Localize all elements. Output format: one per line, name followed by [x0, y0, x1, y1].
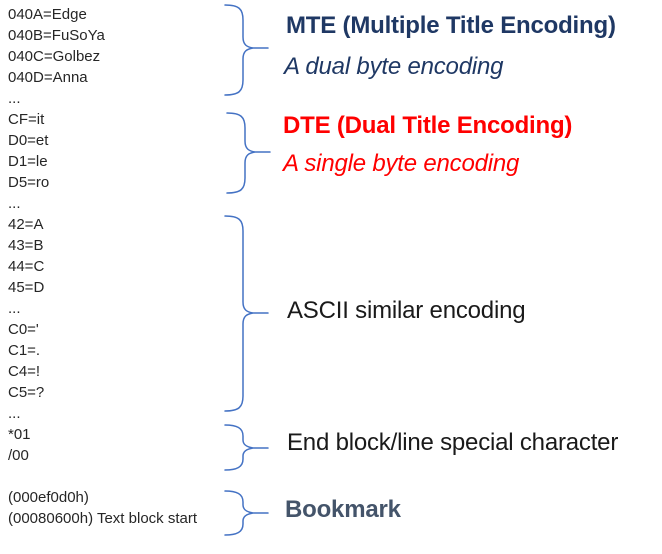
code-line: 040C=Golbez — [8, 48, 101, 65]
brace-mte-icon — [224, 4, 269, 96]
code-line: 44=C — [8, 258, 45, 275]
code-line: D1=le — [8, 153, 48, 170]
brace-bookmark-icon — [224, 490, 269, 536]
code-column: 040A=Edge 040B=FuSoYa 040C=Golbez 040D=A… — [8, 4, 197, 529]
code-line: ... — [8, 195, 21, 212]
code-line: C1=. — [8, 342, 41, 359]
brace-end-icon — [224, 424, 269, 471]
brace-ascii-icon — [224, 215, 269, 412]
bookmark-label: Bookmark — [285, 496, 401, 523]
code-line: C0=' — [8, 321, 39, 338]
code-line: 43=B — [8, 237, 44, 254]
code-line — [8, 466, 197, 487]
code-line: C4=! — [8, 363, 41, 380]
code-line: 42=A — [8, 216, 44, 233]
code-line: ... — [8, 405, 21, 422]
code-line: (000ef0d0h) — [8, 489, 89, 506]
code-line: ... — [8, 300, 21, 317]
code-line: CF=it — [8, 111, 45, 128]
code-line: 040A=Edge — [8, 6, 87, 23]
code-line: 040D=Anna — [8, 69, 88, 86]
code-line: 45=D — [8, 279, 45, 296]
code-line: *01 — [8, 426, 31, 443]
code-line: D5=ro — [8, 174, 50, 191]
ascii-label: ASCII similar encoding — [287, 297, 526, 324]
code-line: C5=? — [8, 384, 45, 401]
code-line: /00 — [8, 447, 29, 464]
end-block-label: End block/line special character — [287, 429, 619, 456]
mte-subtitle: A dual byte encoding — [284, 53, 504, 80]
code-line: D0=et — [8, 132, 49, 149]
code-line: (00080600h) Text block start — [8, 510, 198, 527]
code-line: 040B=FuSoYa — [8, 27, 105, 44]
code-line: ... — [8, 90, 21, 107]
brace-dte-icon — [226, 112, 271, 194]
dte-title: DTE (Dual Title Encoding) — [283, 112, 573, 139]
mte-title: MTE (Multiple Title Encoding) — [286, 12, 616, 39]
dte-subtitle: A single byte encoding — [283, 150, 520, 177]
